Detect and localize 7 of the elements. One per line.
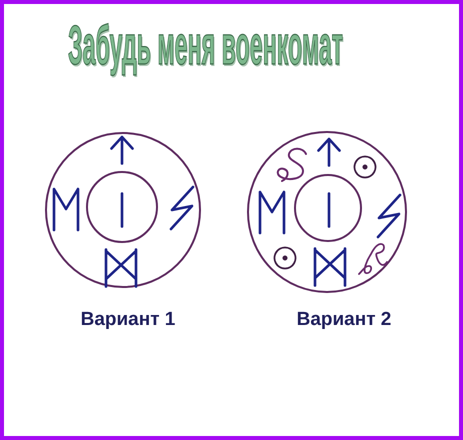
node-label: Вариант 2 <box>296 310 392 331</box>
outer-circle-outline <box>247 131 407 293</box>
outer-circle-outline <box>45 132 201 288</box>
title: Забудь меня военкомат <box>68 19 343 74</box>
node-label: Вариант 1 <box>80 310 176 331</box>
inner-circle-outline <box>294 174 362 242</box>
inner-circle-outline <box>86 171 158 243</box>
